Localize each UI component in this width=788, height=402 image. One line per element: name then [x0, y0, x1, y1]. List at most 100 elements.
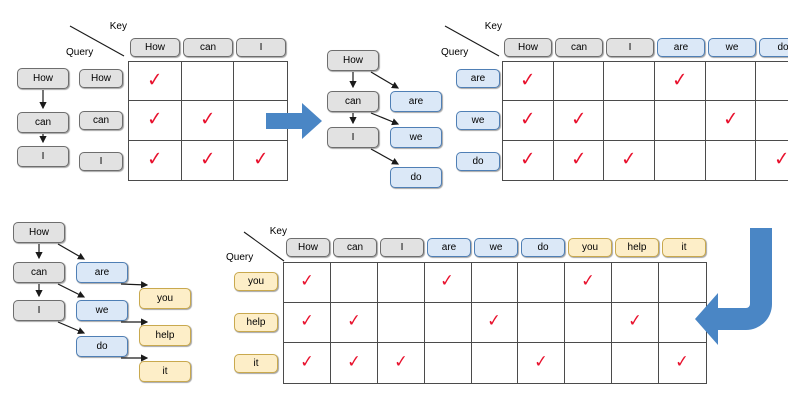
row-header-you: you: [234, 272, 278, 291]
attention-check-icon: ✓: [486, 310, 503, 332]
matrix-cell-are-i: [604, 62, 655, 102]
row-header-how: How: [79, 69, 123, 88]
matrix-cell-help-can: ✓: [330, 303, 378, 343]
matrix-cell-it-help: [612, 343, 660, 383]
col-header-i: I: [606, 38, 654, 57]
matrix-cell-it-i: ✓: [378, 343, 425, 383]
attention-check-icon: ✓: [674, 351, 691, 372]
col-header-can: can: [333, 238, 377, 257]
matrix-cell-are-can: [553, 62, 605, 102]
chain-node-how: How: [17, 68, 69, 89]
row-header-do: do: [456, 152, 500, 171]
col-header-how: How: [504, 38, 552, 57]
tree3-node-help: help: [139, 325, 191, 346]
matrix-cell-do-can: ✓: [554, 140, 605, 180]
chain-node-can: can: [17, 112, 69, 133]
col-header-are: are: [427, 238, 471, 257]
matrix-cell-we-how: ✓: [503, 101, 554, 141]
matrix-cell-are-how: ✓: [503, 62, 554, 102]
matrix-cell-i-how: ✓: [129, 140, 182, 180]
matrix-cell-how-how: ✓: [129, 62, 182, 102]
tree3-node-i: I: [13, 300, 65, 321]
matrix-cell-you-can: [330, 263, 378, 303]
matrix-cell-it-do: ✓: [518, 343, 566, 383]
row-header-can: can: [79, 111, 123, 130]
matrix-cell-can-can: ✓: [181, 101, 235, 141]
tree3-node-can: can: [13, 262, 65, 283]
query-axis-label: Query: [441, 47, 469, 58]
matrix-cell-do-we: [706, 140, 757, 180]
row-header-help: help: [234, 313, 278, 332]
step3-grid: ✓✓✓✓✓✓✓✓✓✓✓✓: [283, 262, 707, 384]
matrix-cell-we-are: [655, 101, 706, 141]
query-axis-label: Query: [226, 252, 254, 263]
attention-check-icon: ✓: [299, 310, 315, 332]
col-header-i: I: [236, 38, 286, 57]
col-header-do: do: [521, 238, 565, 257]
attention-check-icon: ✓: [345, 310, 362, 332]
attention-check-icon: ✓: [533, 351, 550, 372]
matrix-cell-how-i: [234, 62, 287, 102]
matrix-cell-you-i: [377, 263, 425, 303]
row-header-we: we: [456, 111, 500, 130]
matrix-cell-can-i: [234, 101, 287, 141]
col-header-how: How: [130, 38, 180, 57]
matrix-cell-help-it: [659, 303, 706, 343]
attention-check-icon: ✓: [439, 270, 456, 292]
attention-check-icon: ✓: [392, 351, 409, 372]
step1-key-query-corner: Key Query: [66, 22, 128, 60]
tree3-node-you: you: [139, 288, 191, 309]
col-header-you: you: [568, 238, 612, 257]
attention-check-icon: ✓: [299, 270, 315, 292]
row-header-it: it: [234, 354, 278, 373]
col-header-how: How: [286, 238, 330, 257]
tree2-node-i: I: [327, 127, 379, 148]
matrix-cell-you-help: [612, 263, 660, 303]
matrix-cell-you-do: [518, 263, 566, 303]
matrix-cell-we-do: [756, 101, 788, 141]
matrix-cell-help-how: ✓: [284, 303, 331, 343]
key-axis-label: Key: [269, 226, 287, 237]
matrix-cell-do-how: ✓: [503, 140, 554, 180]
col-header-can: can: [555, 38, 603, 57]
row-header-are: are: [456, 69, 500, 88]
matrix-cell-help-i: [377, 303, 425, 343]
matrix-cell-it-we: [472, 343, 519, 383]
col-header-are: are: [657, 38, 705, 57]
matrix-cell-you-we: [471, 263, 519, 303]
matrix-cell-we-i: [604, 101, 655, 141]
col-header-do: do: [759, 38, 788, 57]
matrix-cell-you-are: ✓: [424, 263, 472, 303]
tree2-node-how: How: [327, 50, 379, 71]
matrix-cell-help-we: ✓: [471, 303, 519, 343]
col-header-we: we: [474, 238, 518, 257]
matrix-cell-you-it: [659, 263, 706, 303]
attention-check-icon: ✓: [627, 310, 643, 332]
matrix-cell-help-you: [565, 303, 613, 343]
corner-diagonal-line: [243, 231, 285, 262]
tree3-node-how: How: [13, 222, 65, 243]
tree2-node-we: we: [390, 127, 442, 148]
matrix-cell-do-i: ✓: [604, 140, 655, 180]
col-header-i: I: [380, 238, 424, 257]
matrix-cell-help-are: [424, 303, 472, 343]
tree3-node-we: we: [76, 300, 128, 321]
tree3-node-it: it: [139, 361, 191, 382]
wrap-down-left-block-arrow: [695, 228, 772, 345]
matrix-cell-are-do: [756, 62, 788, 102]
corner-diagonal-line: [444, 25, 500, 57]
matrix-cell-you-how: ✓: [284, 263, 331, 303]
matrix-cell-we-we: ✓: [705, 101, 757, 141]
attention-check-icon: ✓: [345, 351, 362, 372]
matrix-cell-we-can: ✓: [553, 101, 605, 141]
tree3-node-are: are: [76, 262, 128, 283]
matrix-cell-help-help: ✓: [612, 303, 660, 343]
tree2-node-can: can: [327, 91, 379, 112]
matrix-cell-can-how: ✓: [129, 101, 182, 141]
matrix-cell-help-do: [518, 303, 566, 343]
tree2-node-are: are: [390, 91, 442, 112]
